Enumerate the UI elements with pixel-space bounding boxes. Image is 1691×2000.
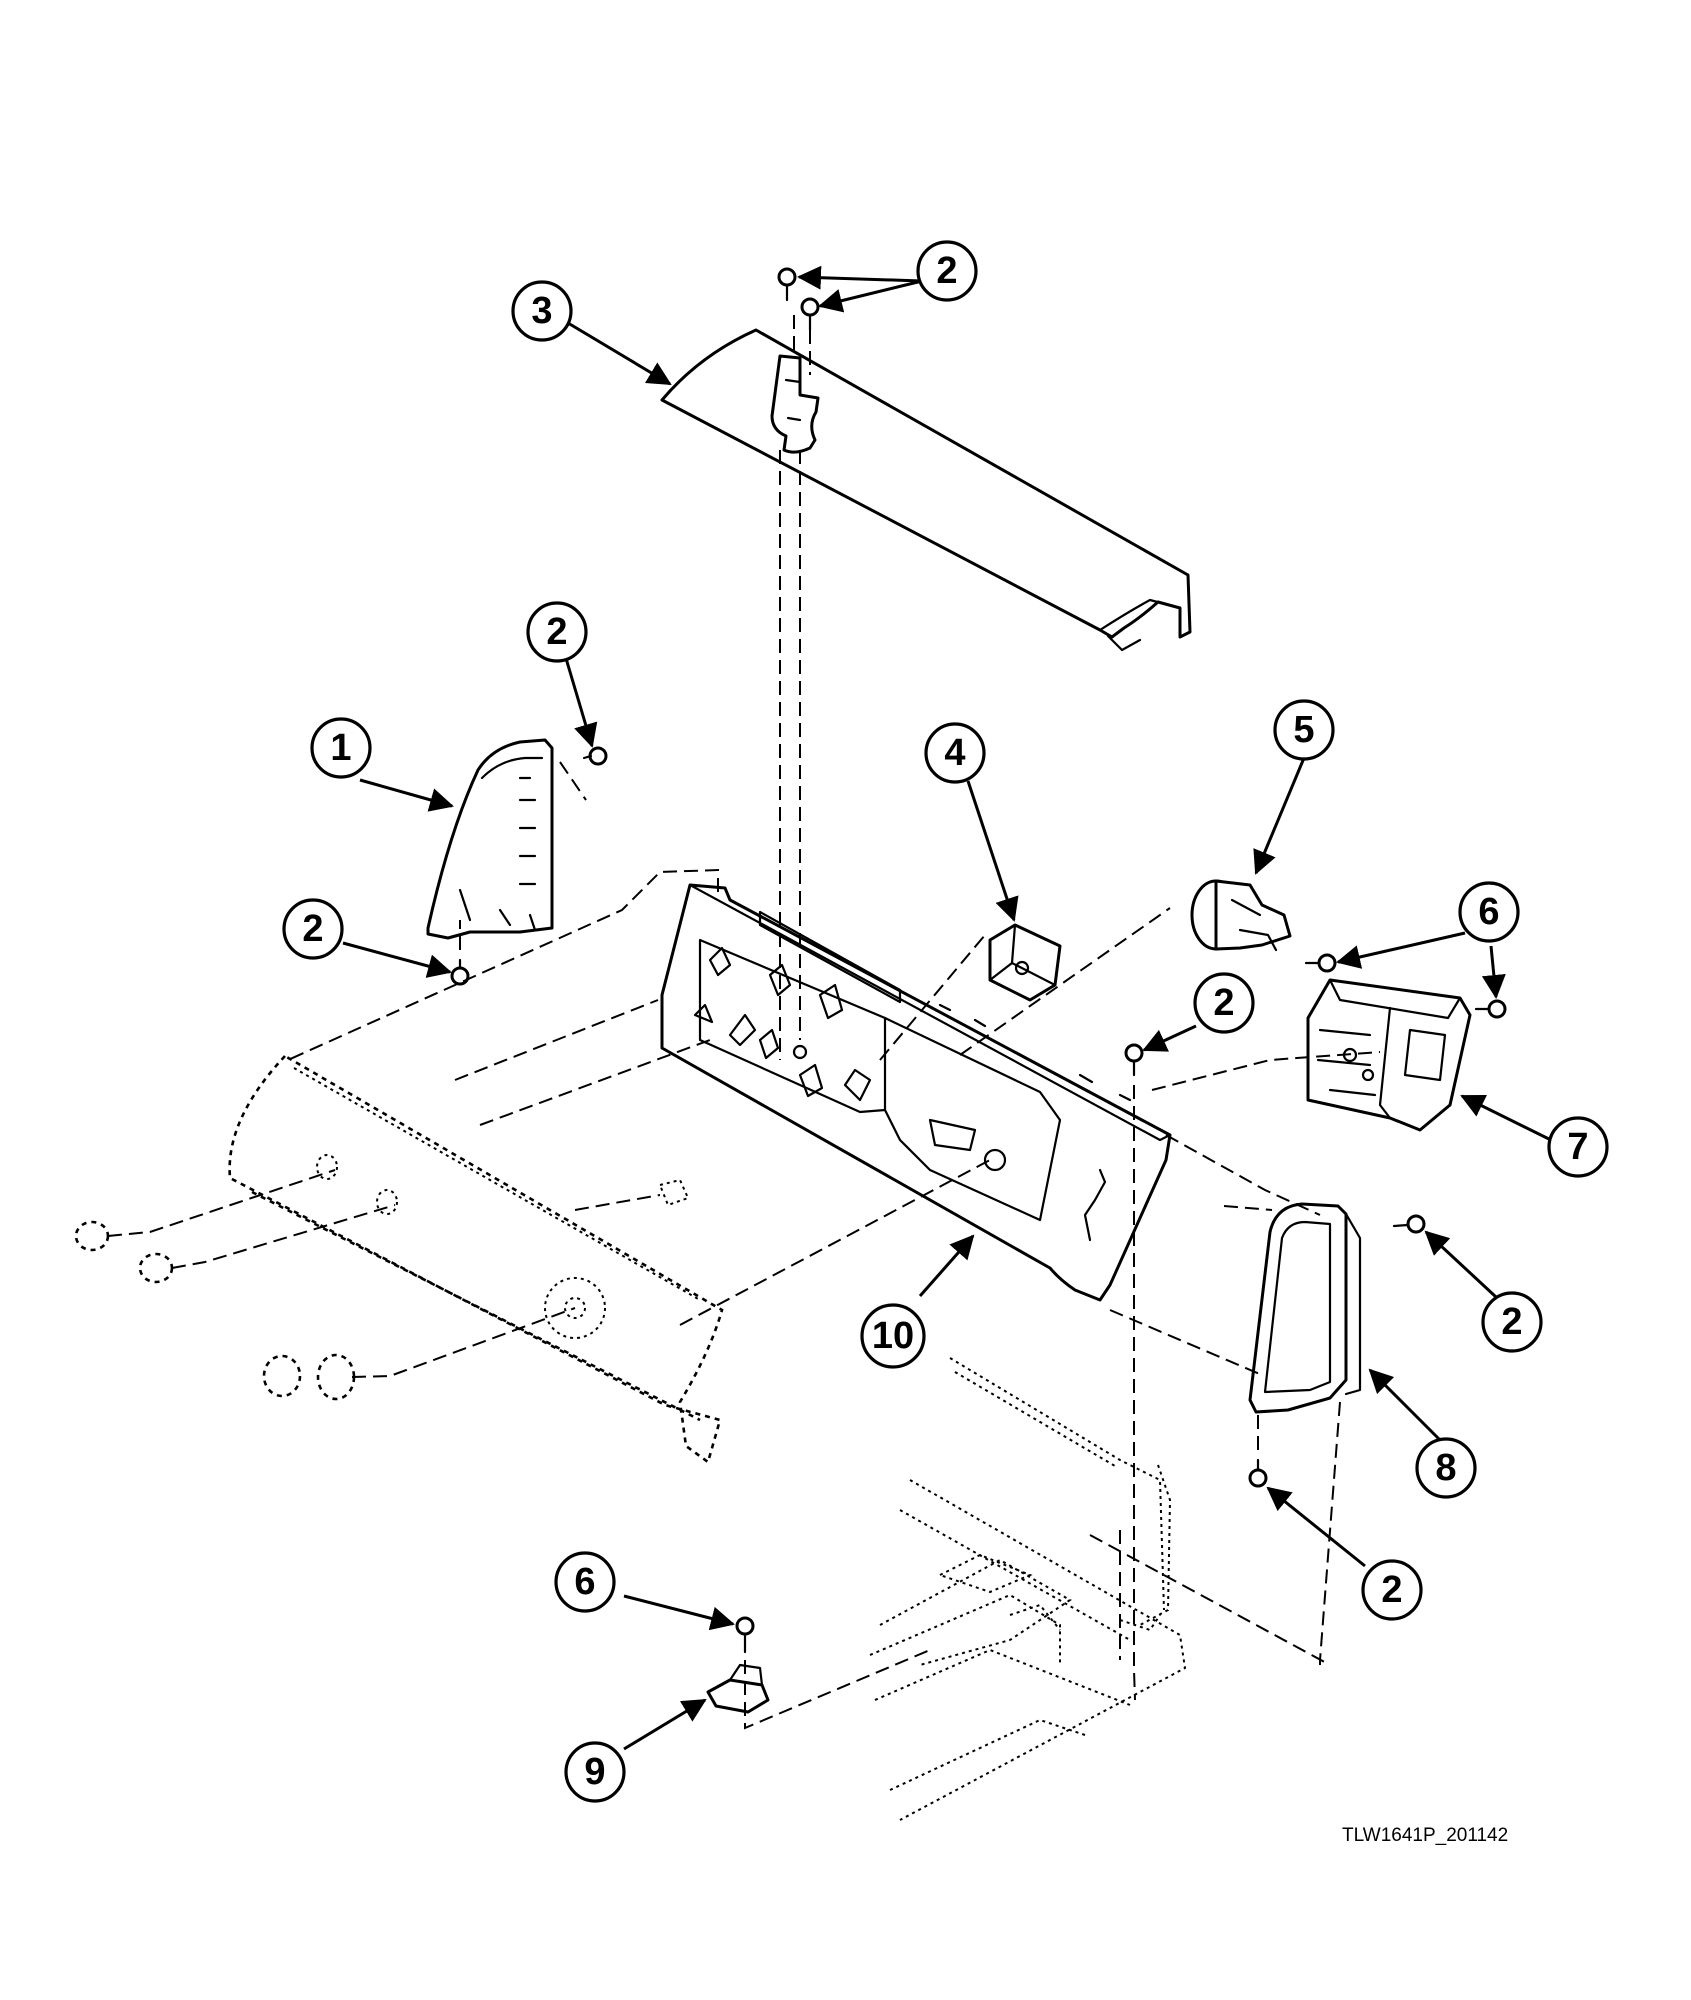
callout-label: 6: [574, 1561, 595, 1603]
screw-part5: [1304, 953, 1337, 973]
callout-label: 4: [944, 732, 965, 774]
part-7-timer: [1306, 978, 1472, 1132]
callout-label: 9: [584, 1751, 605, 1793]
callout-2-part1-upper: 2: [526, 601, 588, 663]
callout-6-upper: 6: [1458, 881, 1520, 943]
part-8-right-end-cap: [1248, 1202, 1362, 1414]
part-1-left-end-cap: [426, 738, 554, 940]
screw-part8-upper: [1392, 1214, 1426, 1234]
front-control-panel-ghost: [228, 1054, 724, 1465]
callout-8: 8: [1415, 1437, 1477, 1499]
callout-5: 5: [1273, 699, 1335, 761]
callout-label: 8: [1435, 1447, 1456, 1489]
assembly-guide-lines: [107, 315, 1381, 1730]
callout-label: 3: [531, 290, 552, 332]
leader-arrows: [342, 265, 1552, 1751]
callout-7: 7: [1547, 1116, 1609, 1178]
callout-2-part8-upper: 2: [1481, 1291, 1543, 1353]
callout-6-lower: 6: [554, 1551, 616, 1613]
knob-ghost-3: [262, 1353, 356, 1401]
screw-part8-lower: [1248, 1458, 1268, 1488]
callout-label: 1: [330, 727, 351, 769]
knob-ghost-2: [138, 1252, 174, 1284]
callout-label: 2: [546, 611, 567, 653]
part-9-clip: [706, 1663, 770, 1714]
part-10-console-panel: [660, 883, 1172, 1302]
callout-10: 10: [860, 1303, 926, 1369]
callout-label: 2: [1381, 1569, 1402, 1611]
screw-top-1: [777, 267, 797, 302]
callout-label: 6: [1478, 891, 1499, 933]
screw-part7: [1474, 999, 1507, 1019]
callout-2-top: 2: [916, 240, 978, 302]
part-4-switch: [988, 923, 1062, 1002]
screw-part9: [735, 1616, 755, 1654]
callout-label: 10: [872, 1315, 914, 1357]
callout-label: 2: [936, 250, 957, 292]
callout-2-part8-lower: 2: [1361, 1559, 1423, 1621]
screw-part1-upper: [582, 746, 608, 766]
callout-4: 4: [924, 722, 986, 784]
callout-1: 1: [310, 717, 372, 779]
callout-3: 3: [511, 280, 573, 342]
callout-2-part1-lower: 2: [282, 898, 344, 960]
small-clip-ghost: [658, 1178, 690, 1207]
callout-label: 2: [302, 908, 323, 950]
callout-label: 7: [1567, 1126, 1588, 1168]
knob-ghost-1: [74, 1220, 110, 1252]
callout-2-panel-right: 2: [1193, 972, 1255, 1034]
callout-label: 2: [1213, 982, 1234, 1024]
drawing-id: TLW1641P_201142: [1342, 1825, 1508, 1846]
part-5-pressure-switch: [1190, 879, 1292, 952]
screw-top-2: [800, 297, 820, 332]
screw-panel-right: [1124, 1043, 1144, 1077]
part-3-top-trim: [660, 328, 1192, 652]
callout-label: 2: [1501, 1301, 1522, 1343]
cabinet-ghost: [869, 1357, 1187, 1821]
callout-9: 9: [564, 1741, 626, 1803]
callout-label: 5: [1293, 709, 1314, 751]
